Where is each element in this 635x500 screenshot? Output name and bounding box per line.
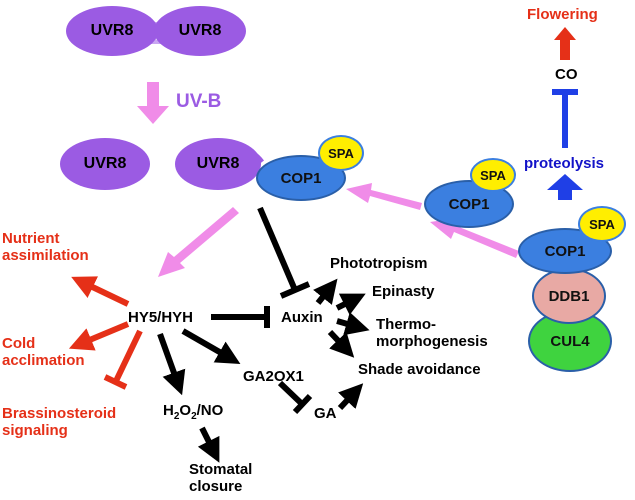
h2o2-to-stomatal-arrow [197,426,220,463]
uvr8-dimer-left-label: UVR8 [90,22,134,39]
spa-bound-label: SPA [328,145,354,161]
ddb1-node: DDB1 [532,268,606,324]
nutrient-line-1: Nutrient [2,230,60,247]
cold-line-2: acclimation [2,352,85,369]
auxin-to-phototropism-arrow [313,278,338,305]
h2o2-o: O [179,402,192,419]
auxin-to-epinasty-arrow [335,293,366,316]
co-to-flowering-arrow [554,27,576,60]
pink-arrow-middle-to-bound [346,183,422,210]
h2o2-no-label: H2O2/NO [163,402,223,425]
uvr8-dimer-right-label: UVR8 [178,22,222,39]
co-label: CO [555,66,578,83]
nutrient-line-2: assimilation [2,247,89,264]
thermo-line-1: Thermo- [376,316,436,333]
nutrient-assimilation-label: Nutrient assimilation [2,230,89,264]
spa-middle: SPA [470,158,516,192]
epinasty-label: Epinasty [372,283,435,300]
cold-acclimation-label: Cold acclimation [2,335,85,369]
uvr8-bound: UVR8 [175,138,261,190]
h2o2-no: /NO [196,402,224,419]
proteolysis-inhibits-co [552,89,578,148]
cop1-complex-label: COP1 [544,242,586,260]
cop1-bound-label: COP1 [280,169,322,187]
cold-line-1: Cold [2,335,36,352]
h2o2-sub-2: 2 [191,411,197,422]
pink-arrow-to-hy5 [158,207,239,277]
brassinosteroid-signaling-label: Brassinosteroid signaling [2,405,116,439]
shade-avoidance-label: Shade avoidance [358,361,481,378]
auxin-label: Auxin [281,309,323,326]
cop1-middle-label: COP1 [448,195,490,213]
hy5-inhibits-auxin [211,306,270,328]
uvr8-dimer-left: UVR8 [66,6,158,56]
thermomorphogenesis-label: Thermo- morphogenesis [376,316,488,350]
hy5-to-ga2ox1-arrow [181,328,241,364]
stomatal-line-2: closure [189,478,243,495]
spa-complex-label: SPA [589,216,615,232]
h2o2-h: H [163,402,174,419]
hy5-to-h2o2-arrow [157,332,186,396]
uvr8-dimer-right: UVR8 [154,6,246,56]
ga-label: GA [314,405,337,422]
cop1-inhibits-auxin [257,206,311,299]
spa-middle-label: SPA [480,167,506,183]
h2o2-sub-1: 2 [173,411,180,422]
hy5-inhibits-brassinosteroid [103,329,143,390]
ga-to-shade-arrow [337,383,364,411]
flowering-label: Flowering [527,6,598,23]
hy5-to-cold-arrow [68,321,130,351]
stomatal-closure-label: Stomatal closure [189,461,252,495]
auxin-to-shade-arrow [327,329,355,358]
brassino-line-2: signaling [2,422,68,439]
hy5-to-nutrient-arrow [71,276,130,307]
ddb1-label: DDB1 [548,287,590,305]
cop1-complex: COP1 [518,228,612,274]
uvb-pink-arrow [137,82,169,124]
ga2ox1-label: GA2OX1 [243,368,304,385]
thermo-line-2: morphogenesis [376,333,488,350]
spa-complex: SPA [578,206,626,242]
blue-up-arrow [547,174,583,200]
pink-arrow-complex-to-middle [430,218,519,258]
uvr8-bound-label: UVR8 [196,155,240,172]
auxin-to-thermo-arrow [336,312,370,336]
uvr8-monomer-label: UVR8 [83,155,127,172]
proteolysis-label: proteolysis [524,155,605,172]
uvr8-monomer: UVR8 [60,138,150,190]
stomatal-line-1: Stomatal [189,461,253,478]
ga2ox1-inhibits-ga [277,380,313,415]
uvb-label: UV-B [176,91,222,112]
cul4-label: CUL4 [550,332,590,350]
brassino-line-1: Brassinosteroid [2,405,117,422]
spa-bound: SPA [318,135,364,171]
phototropism-label: Phototropism [330,255,428,272]
hy5-hyh-label: HY5/HYH [128,309,194,326]
